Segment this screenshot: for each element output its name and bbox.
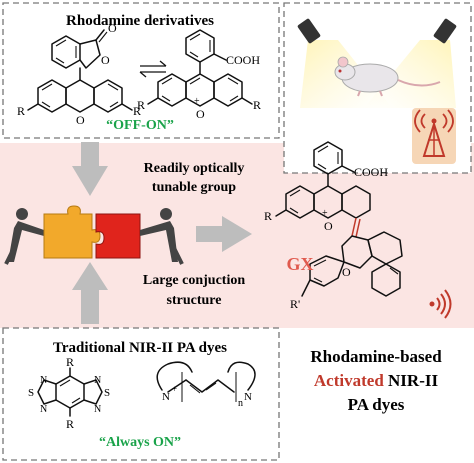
atom-n1: N xyxy=(40,375,47,386)
mouse-icon xyxy=(334,56,441,97)
atom-n-right: N xyxy=(244,391,252,403)
atom-r-bottom-bottom-panel: R xyxy=(66,417,74,431)
tunable-group-label-line2: tunable group xyxy=(152,180,236,195)
top-left-title: Rhodamine derivatives xyxy=(66,13,214,29)
atom-r-right-open: R xyxy=(253,98,261,112)
antenna-icon xyxy=(412,108,456,164)
atom-o-bottom-gx: O xyxy=(342,265,351,279)
signal-waves-icon xyxy=(429,289,452,319)
atom-s-left: S xyxy=(28,387,34,399)
bottom-left-title: Traditional NIR-II PA dyes xyxy=(53,340,227,356)
atom-cooh-gx: COOH xyxy=(354,165,388,179)
top-left-dashed-box xyxy=(2,2,280,139)
conjugation-label-line2: structure xyxy=(167,293,222,308)
conclusion-line2: Activated NIR-II xyxy=(314,371,439,390)
atom-carbonyl-o: O xyxy=(108,21,117,35)
conclusion-activated: Activated xyxy=(314,371,384,390)
bbtd-structure xyxy=(37,367,103,417)
puzzle-icon xyxy=(4,205,184,265)
atom-n3: N xyxy=(94,375,101,386)
conclusion-line3: PA dyes xyxy=(348,395,405,414)
atom-subscript-n: n xyxy=(238,398,243,409)
atom-xanthene-o: O xyxy=(76,113,85,127)
atom-cooh-top: COOH xyxy=(226,53,260,67)
atom-n2: N xyxy=(40,404,47,415)
atom-r-left-open: R xyxy=(137,98,145,112)
atom-plus: + xyxy=(194,96,200,107)
atom-n4: N xyxy=(94,404,101,415)
atom-r-gx: R xyxy=(264,209,272,223)
bottom-left-dashed-box xyxy=(2,327,280,461)
atom-n-plus: N xyxy=(162,391,170,403)
atom-s-right: S xyxy=(104,387,110,399)
atom-plus-bottom: + xyxy=(172,384,177,394)
equilibrium-arrow-icon xyxy=(139,60,167,78)
gx-label: GX xyxy=(287,254,314,274)
polymethine-structure xyxy=(156,361,256,402)
atom-plus-gx: + xyxy=(322,208,328,219)
atom-oxonium-o: O xyxy=(196,107,205,121)
atom-r-prime-gx: R' xyxy=(290,297,300,311)
atom-oxonium-gx: O xyxy=(324,219,333,233)
gx-structure xyxy=(275,141,403,297)
arrow-icon xyxy=(72,142,108,196)
atom-r-right: R xyxy=(133,104,141,118)
arrow-icon xyxy=(196,216,252,252)
off-on-label: “OFF-ON” xyxy=(106,118,174,133)
tunable-group-label-line1: Readily optically xyxy=(144,161,245,176)
always-on-label: “Always ON” xyxy=(99,435,181,450)
atom-r-top-bottom-panel: R xyxy=(66,355,74,369)
rhodamine-open-structure xyxy=(147,29,253,107)
atom-r-left: R xyxy=(17,104,25,118)
arrow-icon xyxy=(72,262,108,324)
atom-lactone-o: O xyxy=(101,53,110,67)
spotlight-icon xyxy=(364,18,457,108)
conjugation-label-line1: Large conjuction xyxy=(143,273,245,288)
rhodamine-closed-structure xyxy=(27,29,133,113)
conclusion-nir: NIR-II xyxy=(388,371,438,390)
conclusion-line1: Rhodamine-based xyxy=(310,347,442,366)
